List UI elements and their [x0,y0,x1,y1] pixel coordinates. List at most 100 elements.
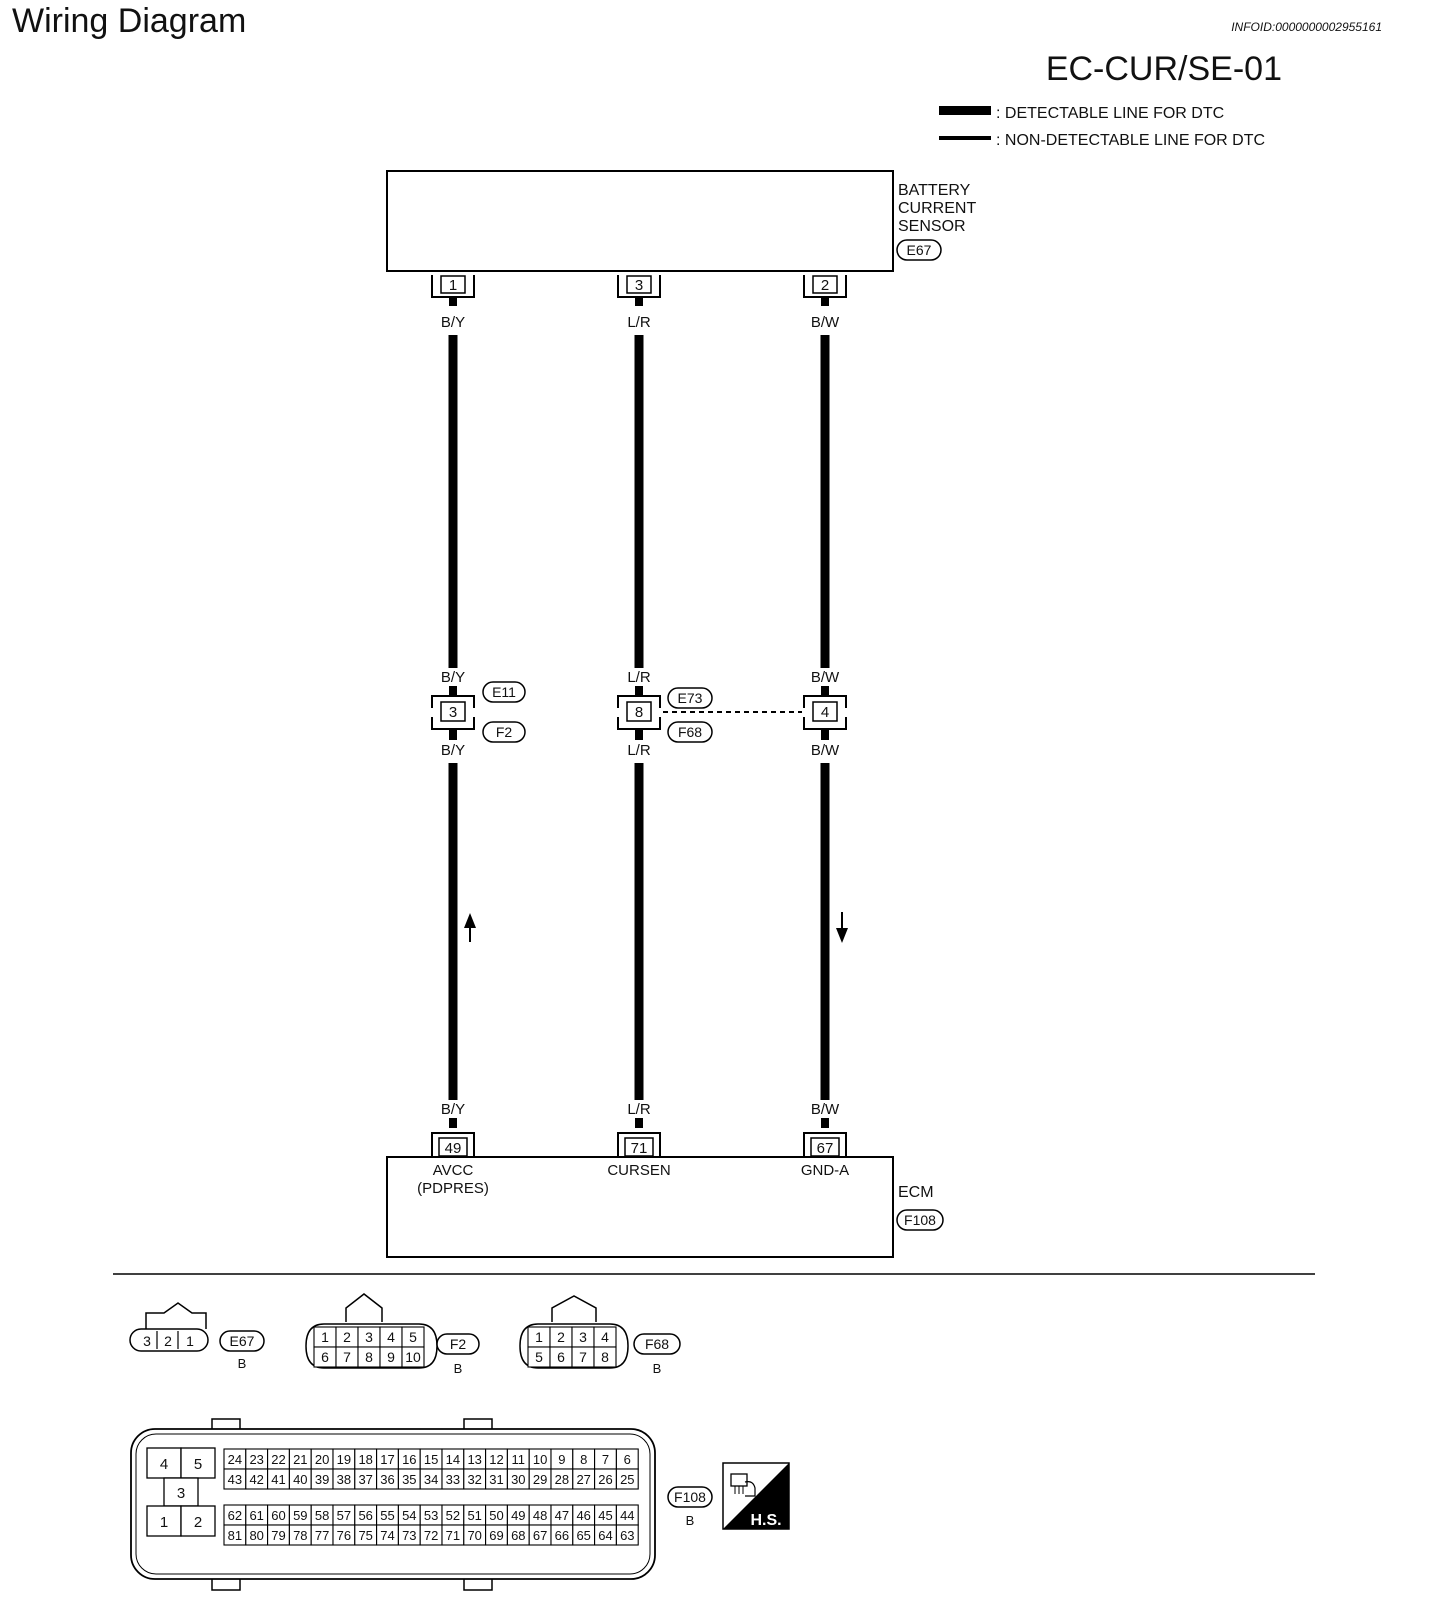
face-pin: 8 [365,1349,373,1365]
face-color: B [686,1513,695,1528]
face-pin: 9 [387,1349,395,1365]
face-pin: 7 [579,1349,587,1365]
face-pin: 48 [533,1508,547,1523]
face-pin: 2 [557,1329,565,1345]
face-pin-cell [615,1468,639,1490]
sensor-pin-2: 2 [821,277,829,294]
face-pin: 6 [321,1349,329,1365]
face-pin: 5 [409,1329,417,1345]
wire-color-label: L/R [627,669,651,686]
face-pin-cell [615,1524,639,1546]
junction-badge-e73 [667,687,713,709]
face-pin-cell [593,1346,617,1368]
face-pin: 70 [467,1528,481,1543]
ecm-terminal-label: (PDPRES) [417,1180,489,1197]
face-pin: 19 [337,1452,351,1467]
face-color: B [454,1361,463,1376]
face-pin: 71 [446,1528,460,1543]
junction-pin: 8 [635,704,643,721]
face-pin: 76 [337,1528,351,1543]
face-pin: 30 [511,1472,525,1487]
connector-shell [129,1328,209,1352]
face-pin: 33 [446,1472,460,1487]
face-badge-label: F108 [674,1489,706,1505]
face-badge [436,1333,480,1355]
face-pin: 18 [358,1452,372,1467]
face-pin: 10 [405,1349,421,1365]
face-pin: 36 [380,1472,394,1487]
sensor-name-line-1: BATTERY [898,182,971,199]
arrow-down-icon [836,928,848,943]
face-pin: 80 [249,1528,263,1543]
face-pin: 5 [535,1349,543,1365]
sensor-box [386,170,894,272]
ecm-pin-bracket [617,1132,661,1157]
face-color: B [653,1361,662,1376]
legend: : DETECTABLE LINE FOR DTC : NON-DETECTAB… [939,105,1265,149]
info-id: INFOID:0000000002955161 [1231,20,1382,34]
page-title: Wiring Diagram [12,2,247,40]
face-pin: 6 [557,1349,565,1365]
face-pin: 41 [271,1472,285,1487]
face-pin: 81 [228,1528,242,1543]
ecm: AVCC (PDPRES) CURSEN GND-A ECM F108 [386,1156,944,1258]
connector-key [145,1302,207,1329]
face-pin: 46 [576,1508,590,1523]
face-pin: 13 [467,1452,481,1467]
face-pin: 25 [620,1472,634,1487]
face-pin: 14 [446,1452,460,1467]
ecm-pin: 71 [631,1140,648,1157]
face-pin: 44 [620,1508,634,1523]
face-pin: 3 [365,1329,373,1345]
face-pin: 49 [511,1508,525,1523]
junction-middle-badges: E73 F68 [667,687,713,743]
wire-color-label: L/R [627,742,651,759]
face-pin: 40 [293,1472,307,1487]
face-pin: 60 [271,1508,285,1523]
face-pin: 3 [177,1485,185,1502]
face-pin: 11 [512,1452,526,1467]
face-pin: 5 [194,1456,202,1473]
face-pin: 24 [228,1452,242,1467]
face-pin: 1 [186,1333,194,1349]
face-pin: 67 [533,1528,547,1543]
ecm-terminal-label: AVCC [433,1162,474,1179]
wire-color-label: B/Y [441,314,465,331]
face-pin: 28 [555,1472,569,1487]
sensor-pin-box-3 [626,275,652,294]
face-pin: 74 [380,1528,394,1543]
ecm-pin: 67 [817,1140,834,1157]
sensor-connector-badge [896,239,942,261]
sensor-pin-box-1 [440,275,466,294]
face-pin: 3 [143,1333,151,1349]
face-pin: 32 [467,1472,481,1487]
legend-nondetectable-label: : NON-DETECTABLE LINE FOR DTC [996,132,1265,149]
junction-left-badges: E11 F2 [482,681,526,743]
face-pin: 8 [601,1349,609,1365]
harness-side-symbol: H.S. [722,1462,790,1530]
sensor-connector-label: E67 [907,242,932,258]
face-pin: 10 [533,1452,547,1467]
ecm-pin-bracket [431,1132,475,1157]
face-pin: 4 [601,1329,609,1345]
junction-badge-f2 [482,721,526,743]
face-badge-label: E67 [230,1333,255,1349]
face-pin: 61 [249,1508,263,1523]
junction-badge-e11 [482,681,526,703]
face-pin: 57 [337,1508,351,1523]
ecm-box [386,1156,894,1258]
face-pin: 1 [321,1329,329,1345]
junction-pin-box [626,701,652,722]
face-pin: 17 [380,1452,394,1467]
legend-detectable-label: : DETECTABLE LINE FOR DTC [996,105,1224,122]
sensor-name-line-2: CURRENT [898,200,976,217]
face-pin: 66 [555,1528,569,1543]
ecm-pin: 49 [445,1140,462,1157]
sensor-pin-3: 3 [635,277,643,294]
ecm-terminal-label: CURSEN [607,1162,670,1179]
face-badge-label: F68 [645,1336,669,1352]
face-pin: 62 [228,1508,242,1523]
face-pin: 4 [160,1456,168,1473]
